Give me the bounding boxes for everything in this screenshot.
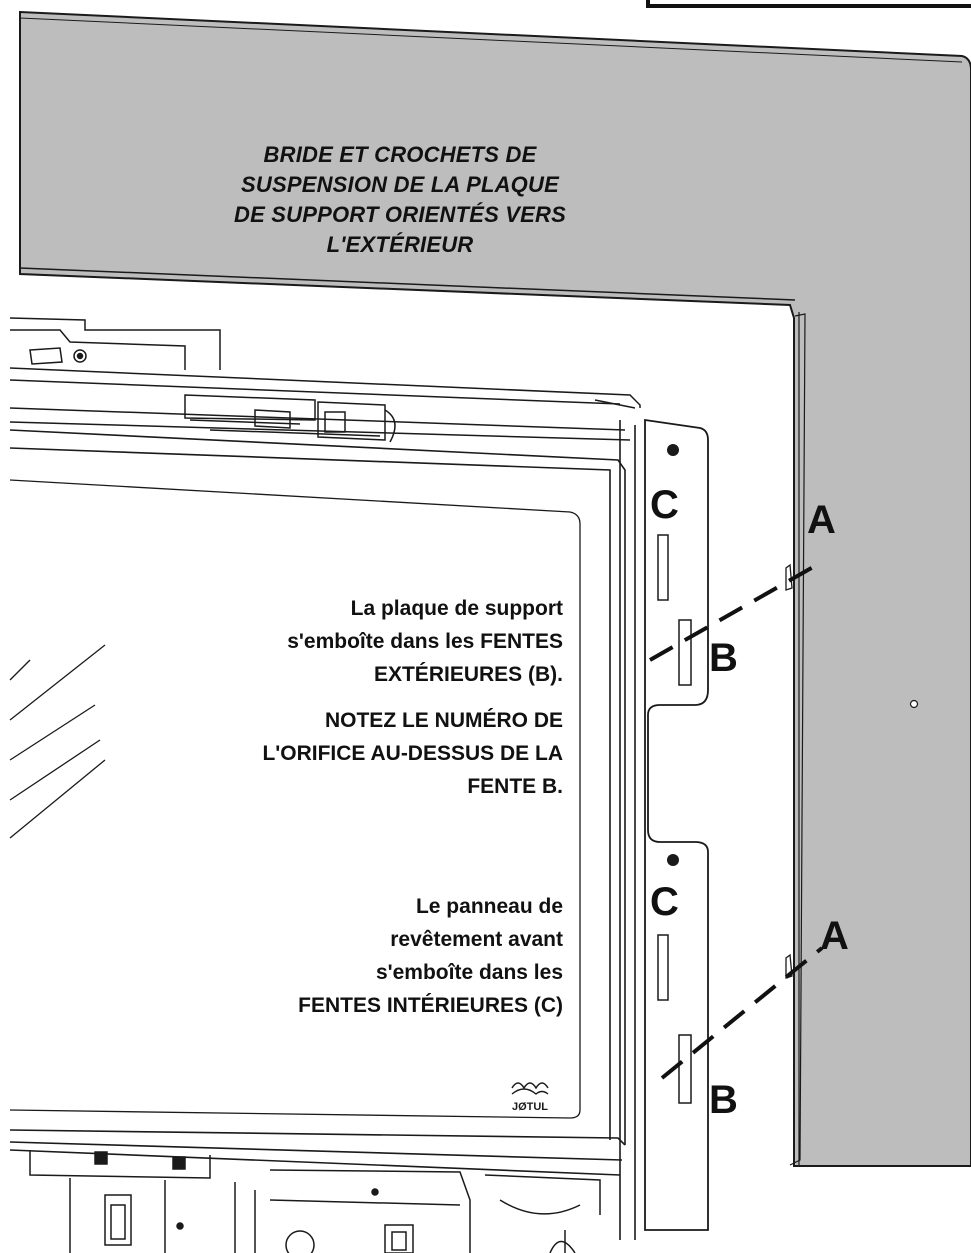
alignment-line-upper (649, 560, 823, 662)
bracket-hole-lower (667, 854, 679, 866)
callout-b-lower: B (709, 1078, 738, 1122)
callout-a-lower: A (820, 914, 849, 958)
callout-a-upper: A (807, 498, 836, 542)
heading-line: L'EXTÉRIEUR (326, 232, 474, 257)
note-line: revêtement avant (390, 928, 563, 951)
heading-line: DE SUPPORT ORIENTÉS VERS (233, 202, 567, 227)
corner-box-fragment (646, 0, 971, 8)
bracket-hole-upper (667, 444, 679, 456)
glass-panel (9, 479, 581, 1119)
frame-return-lip (789, 313, 806, 1166)
callout-b-upper: B (709, 636, 738, 680)
support-bracket (644, 418, 709, 1231)
note-line: Le panneau de (415, 895, 563, 918)
note-line: L'ORIFICE AU-DESSUS DE LA (262, 742, 563, 765)
note-line: s'emboîte dans les (375, 961, 563, 984)
firebox-bottom-controls (29, 1150, 601, 1253)
front-panel-note: Le panneau de revêtement avant s'emboîte… (298, 890, 563, 1022)
diagram-heading: BRIDE ET CROCHETS DE SUSPENSION DE LA PL… (200, 140, 600, 260)
callout-c-upper: C (650, 483, 679, 527)
slot-c-lower (657, 934, 669, 1001)
heading-line: BRIDE ET CROCHETS DE (263, 142, 537, 167)
note-line: NOTEZ LE NUMÉRO DE (324, 709, 563, 732)
frame-screw-hole (909, 699, 919, 709)
firebox-top-assembly (9, 317, 641, 443)
note-line: FENTES INTÉRIEURES (C) (298, 994, 563, 1017)
slot-b-upper (678, 619, 692, 686)
note-line: EXTÉRIEURES (B). (373, 663, 563, 686)
callout-c-lower: C (650, 880, 679, 924)
support-plate-note: La plaque de support s'emboîte dans les … (287, 592, 563, 691)
note-line: FENTE B. (467, 775, 563, 798)
heading-line: SUSPENSION DE LA PLAQUE (241, 172, 559, 197)
slot-c-upper (657, 534, 669, 601)
firebox-body (9, 399, 636, 1240)
jotul-logo (511, 1082, 549, 1095)
jotul-logo-text: JØTUL (512, 1101, 548, 1113)
frame-top-edge (19, 17, 963, 63)
alignment-line-lower (660, 946, 824, 1080)
orifice-note: NOTEZ LE NUMÉRO DE L'ORIFICE AU-DESSUS D… (262, 704, 563, 803)
slot-b-lower (678, 1034, 692, 1104)
note-line: La plaque de support (350, 597, 563, 620)
note-line: s'emboîte dans les FENTES (287, 630, 563, 653)
frame-inner-edge (19, 267, 796, 301)
